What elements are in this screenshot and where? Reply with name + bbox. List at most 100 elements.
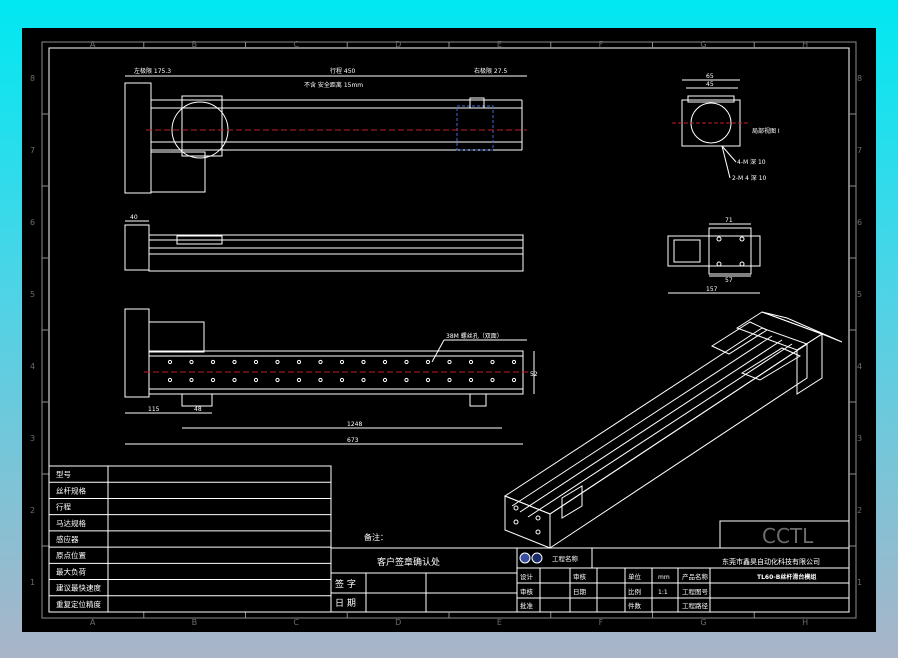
hole [511,377,517,383]
zone-number: 1 [30,578,35,587]
part-name-label: 工程名称 [552,554,579,563]
dim-stroke: 行程 450 [330,67,356,75]
dim-r-hole2: 2-M 4 深 10 [732,174,767,182]
zone-number: 3 [30,434,35,443]
hole [490,377,495,383]
hole [361,359,366,365]
zone-letter: D [395,40,401,49]
hole [425,359,431,365]
hole [275,377,280,383]
zone-letter: H [802,618,808,627]
company-logo: CCTL [762,524,814,548]
spec-row-label: 型号 [56,470,71,479]
zone-number: 8 [30,74,35,83]
qty-label: 件数 [628,601,642,610]
zone-number: 4 [857,362,862,371]
zone-letter: B [192,618,198,627]
mounting-holes [167,359,517,383]
hole [468,359,474,365]
confirm-label: 客户签章确认处 [377,556,440,568]
dim-r-57: 57 [725,277,733,284]
sign-label: 签 字 [335,578,356,590]
dim-side-40: 40 [130,214,138,221]
zone-letter: F [599,618,604,627]
company-name: 东莞市鑫昊自动化科技有限公司 [722,557,820,566]
date-label: 日 期 [335,598,356,609]
hole [189,377,194,383]
dim-r-note: 局部视图 I [752,127,780,135]
hole [296,377,302,383]
zone-number: 2 [30,506,35,515]
zone-number: 3 [857,434,862,443]
zone-letter: D [395,618,401,627]
zone-letter: A [90,40,96,49]
outer-frame [41,41,857,619]
zone-letter: A [90,618,96,627]
scale-value: 1:1 [658,589,668,596]
hole [425,377,431,383]
hole [447,359,452,365]
dim-r-45: 45 [706,81,714,88]
zone-letter: C [293,40,299,49]
product-name: TL60-B丝杆滑台模组 [757,573,816,581]
hole [253,377,259,383]
prod-name-label: 产品名称 [682,572,709,581]
isometric-view [503,311,843,549]
zone-letter: H [802,40,808,49]
hole [339,377,345,383]
drawing-no-label: 工程图号 [682,587,709,596]
zone-number: 6 [857,218,862,227]
dim-bottom-115: 115 [148,406,160,413]
hole [232,377,237,383]
spec-row-label: 最大负荷 [56,566,86,576]
dim-r-hole1: 4-M 深 10 [737,158,766,166]
spec-row-label: 建议最快速度 [56,583,101,593]
unit-value: mm [658,574,670,581]
hole [447,377,452,383]
front-view: 115 48 1248 673 38M 螺丝孔（双面） 52 [124,308,538,445]
hole [167,377,173,383]
dim-safety: 不含 安全距离 15mm [304,81,363,89]
remark-label: 备注： [364,532,388,542]
dim-height-52: 52 [530,371,538,378]
spec-row-label: 丝杆规格 [56,485,86,495]
zone-number: 2 [857,506,862,515]
hole [167,359,173,365]
hole [296,359,302,365]
hole [253,359,259,365]
zone-letter: E [497,40,502,49]
hole [361,377,366,383]
dim-slot-note: 38M 螺丝孔（双面） [446,332,503,340]
dim-bottom-48: 48 [194,406,202,413]
review-label: 审核 [520,587,534,596]
hole [275,359,280,365]
hole [468,377,474,383]
drawing-path-label: 工程路径 [682,601,709,610]
spec-row-label: 马达规格 [56,518,86,528]
zone-letter: F [599,40,604,49]
zone-number: 5 [30,290,35,299]
hole [404,359,409,365]
design-label: 设计 [520,572,534,581]
customer-confirm-block [330,547,518,612]
unit-label: 单位 [628,572,642,581]
zone-letter: C [293,618,299,627]
spec-row-label: 原点位置 [56,550,86,560]
dim-left-stroke: 左极限 175.3 [134,67,171,75]
hole [382,359,388,365]
side-view: 40 [124,214,524,272]
dim-total-1: 1248 [347,421,362,428]
dim-right-stroke: 右极限 27.5 [474,67,507,75]
zone-letter: E [497,618,502,627]
hole [210,359,216,365]
zone-number: 1 [857,578,862,587]
spec-row-label: 重复定位精度 [56,599,101,609]
top-view: 左极限 175.3 行程 450 不含 安全距离 15mm 右极限 27.5 [124,67,527,194]
hole [382,377,388,383]
hole [189,359,194,365]
zone-number: 4 [30,362,35,371]
end-view-bottom: 71 57 157 [667,217,761,294]
